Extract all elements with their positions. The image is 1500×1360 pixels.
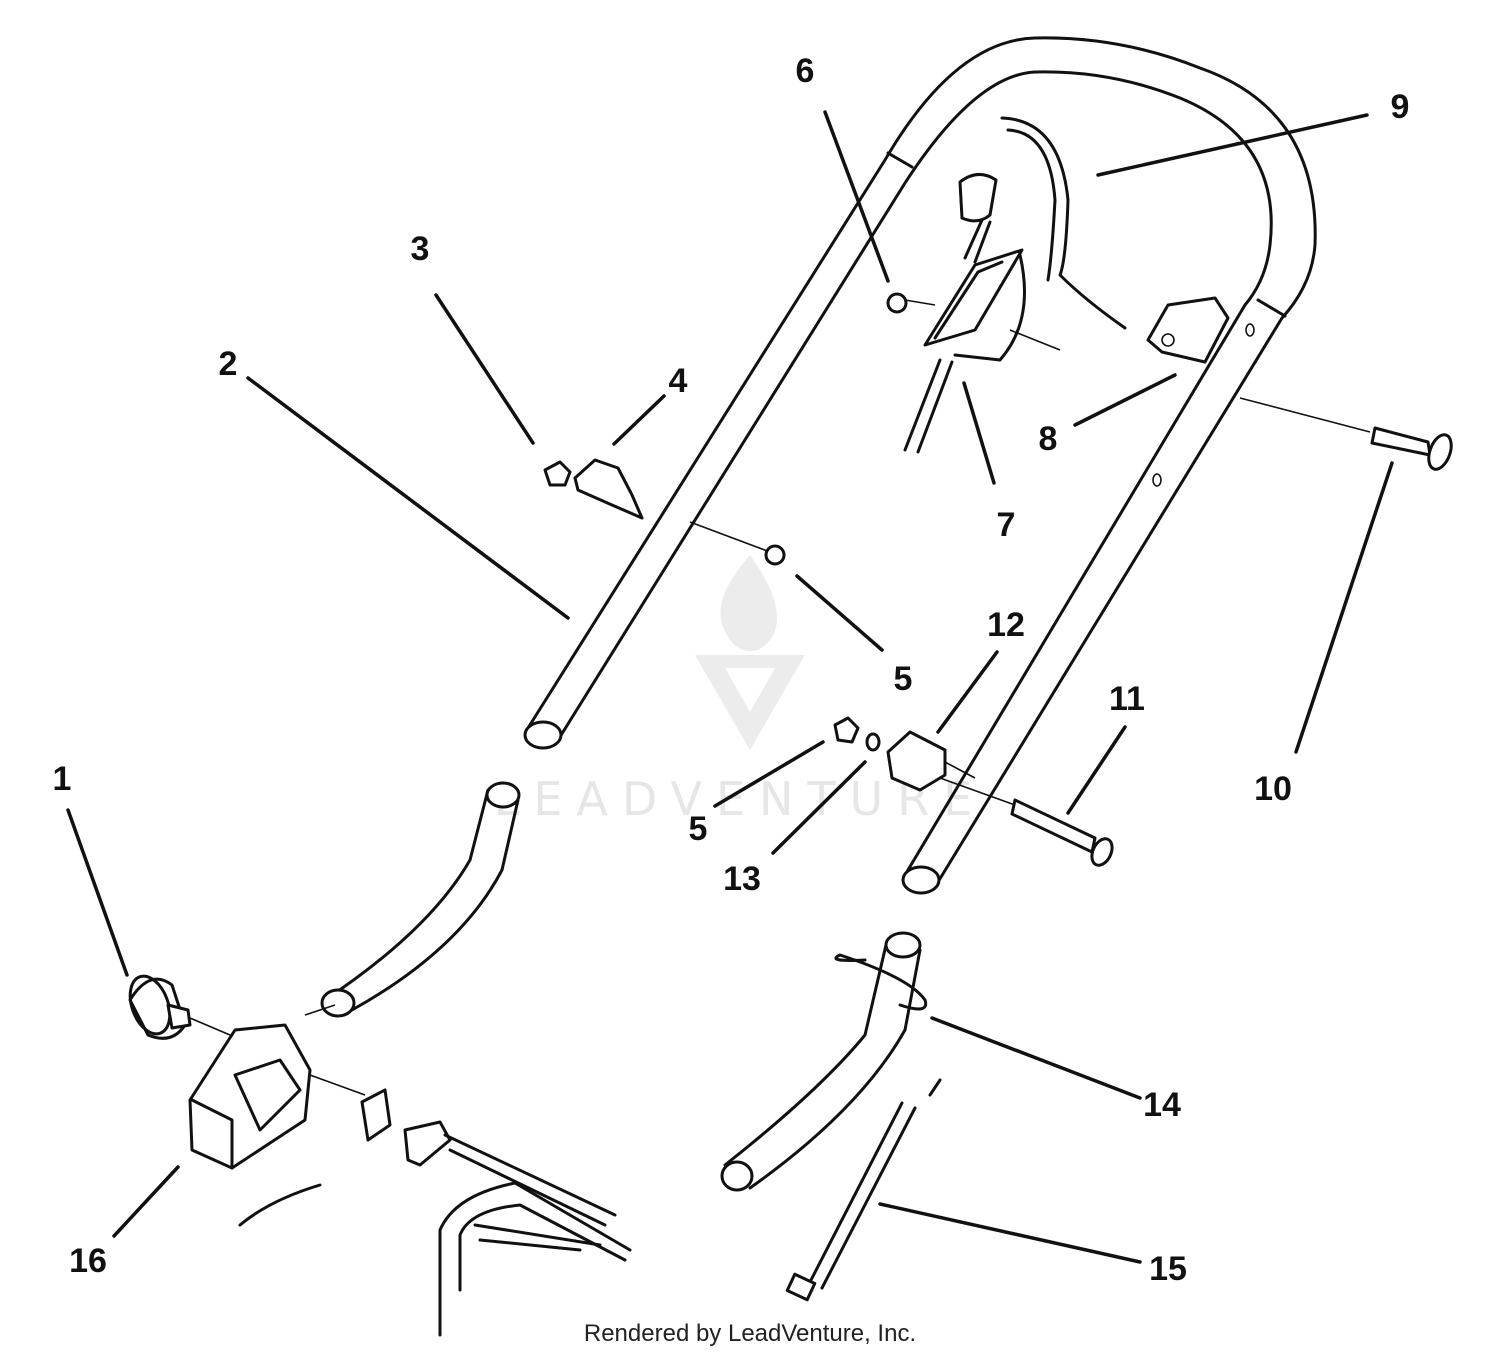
callout-9: 9 bbox=[1391, 88, 1410, 126]
callout-8: 8 bbox=[1039, 420, 1058, 458]
callout-11: 11 bbox=[1109, 680, 1145, 718]
callout-13: 13 bbox=[723, 860, 761, 898]
callout-10: 10 bbox=[1254, 770, 1292, 808]
callout-16: 16 bbox=[69, 1242, 107, 1280]
watermark-logo bbox=[695, 555, 805, 750]
callout-12: 12 bbox=[987, 606, 1025, 644]
switch-bracket bbox=[1146, 296, 1230, 364]
hardware bbox=[543, 292, 976, 792]
knob-and-pivot bbox=[128, 974, 336, 1170]
callout-6: 6 bbox=[796, 52, 815, 90]
leader-lines bbox=[66, 110, 1394, 1264]
watermark-text: LEADVENTURE bbox=[494, 772, 987, 826]
cable bbox=[1000, 116, 1127, 330]
shift-lever-bracket bbox=[903, 173, 1061, 454]
control-rod bbox=[785, 1078, 942, 1302]
upper-handle bbox=[523, 36, 1317, 895]
callout-15: 15 bbox=[1149, 1250, 1187, 1288]
carriage-bolt-10 bbox=[1239, 397, 1453, 471]
callout-2: 2 bbox=[219, 345, 238, 383]
carriage-bolt-11 bbox=[939, 777, 1114, 867]
callout-4: 4 bbox=[669, 362, 688, 400]
callout-14: 14 bbox=[1143, 1086, 1181, 1124]
lower-handle-left bbox=[320, 781, 521, 1018]
callout-5-lower: 5 bbox=[689, 810, 708, 848]
lower-handle-right bbox=[720, 931, 928, 1192]
v-mark-icon bbox=[695, 655, 805, 750]
flame-icon bbox=[720, 555, 778, 652]
callout-1: 1 bbox=[53, 760, 72, 798]
callout-7: 7 bbox=[997, 506, 1016, 544]
callout-labels: 1 2 3 4 5 5 6 7 8 9 10 11 12 13 14 15 16 bbox=[53, 52, 1410, 1288]
footer-credit: Rendered by LeadVenture, Inc. bbox=[583, 1320, 917, 1347]
callout-5-upper: 5 bbox=[894, 660, 913, 698]
deck-mount bbox=[238, 1074, 632, 1337]
callout-3: 3 bbox=[411, 230, 430, 268]
